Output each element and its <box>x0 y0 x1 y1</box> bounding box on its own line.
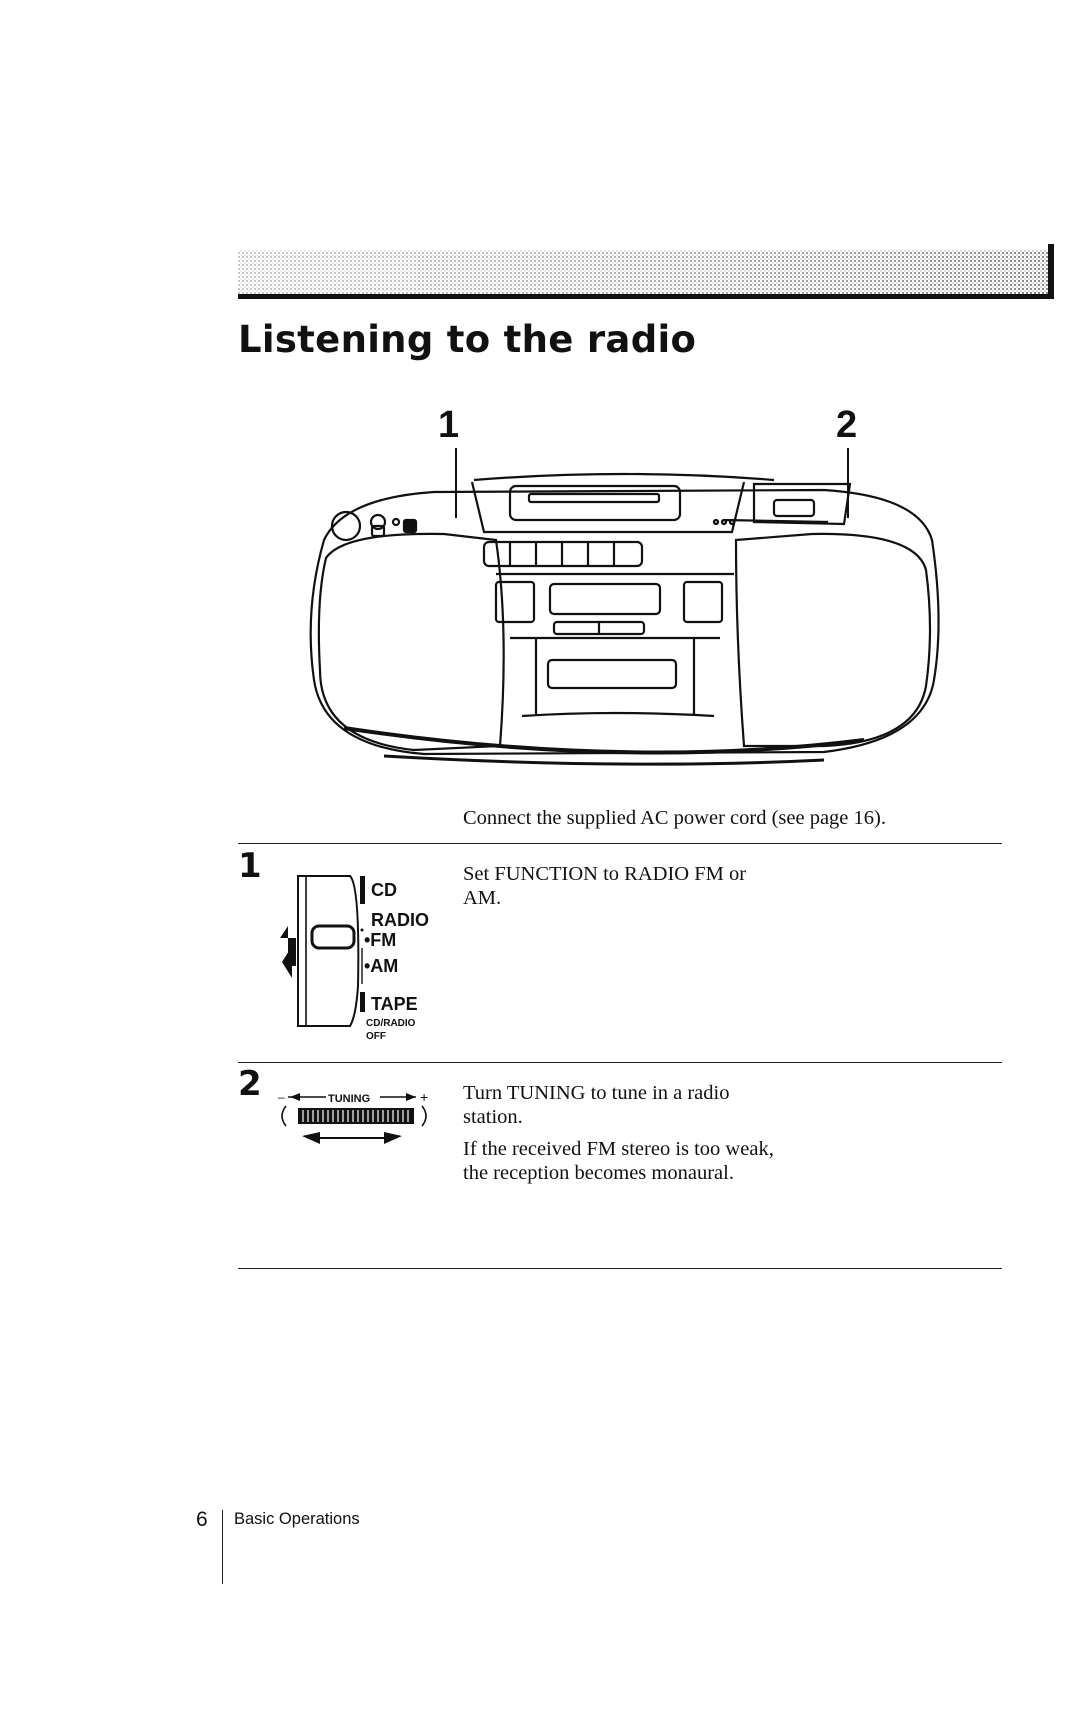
step-1-paragraph: Set FUNCTION to RADIO FM or AM. <box>463 862 773 910</box>
switch-label-fm: •FM <box>364 930 396 950</box>
switch-label-cd: CD <box>371 880 397 900</box>
function-switch-icon: CD RADIO •FM •AM TAPE CD/RADIO OFF <box>268 866 458 1046</box>
step-1-number: 1 <box>238 846 262 886</box>
switch-label-radio: RADIO <box>371 910 429 930</box>
divider-rule <box>238 843 1002 844</box>
switch-label-off: OFF <box>366 1031 386 1042</box>
footer-divider <box>222 1510 223 1584</box>
header-banner-graphic <box>238 244 1054 302</box>
callout-1: 1 <box>438 404 459 447</box>
divider-rule <box>238 1268 1002 1269</box>
divider-rule <box>238 1062 1002 1063</box>
callout-2: 2 <box>836 404 857 447</box>
tuning-plus-sign: + <box>420 1089 428 1105</box>
switch-label-am: •AM <box>364 956 398 976</box>
section-name: Basic Operations <box>234 1510 360 1529</box>
boombox-illustration <box>304 470 944 780</box>
page-title: Listening to the radio <box>238 318 696 361</box>
tuning-dial-icon: – TUNING + <box>276 1084 446 1154</box>
step-2-paragraph: Turn TUNING to tune in a radio station. <box>463 1081 793 1129</box>
tuning-minus-sign: – <box>278 1090 285 1104</box>
step-2-paragraph: If the received FM stereo is too weak, t… <box>463 1137 793 1185</box>
switch-label-cd-radio: CD/RADIO <box>366 1018 416 1029</box>
intro-instruction: Connect the supplied AC power cord (see … <box>463 806 886 830</box>
step-1-text: Set FUNCTION to RADIO FM or AM. <box>463 862 773 918</box>
page-number: 6 <box>196 1508 208 1532</box>
step-2-number: 2 <box>238 1064 262 1104</box>
tuning-label: TUNING <box>328 1093 370 1105</box>
step-2-text: Turn TUNING to tune in a radio station. … <box>463 1081 793 1193</box>
switch-label-tape: TAPE <box>371 994 418 1014</box>
